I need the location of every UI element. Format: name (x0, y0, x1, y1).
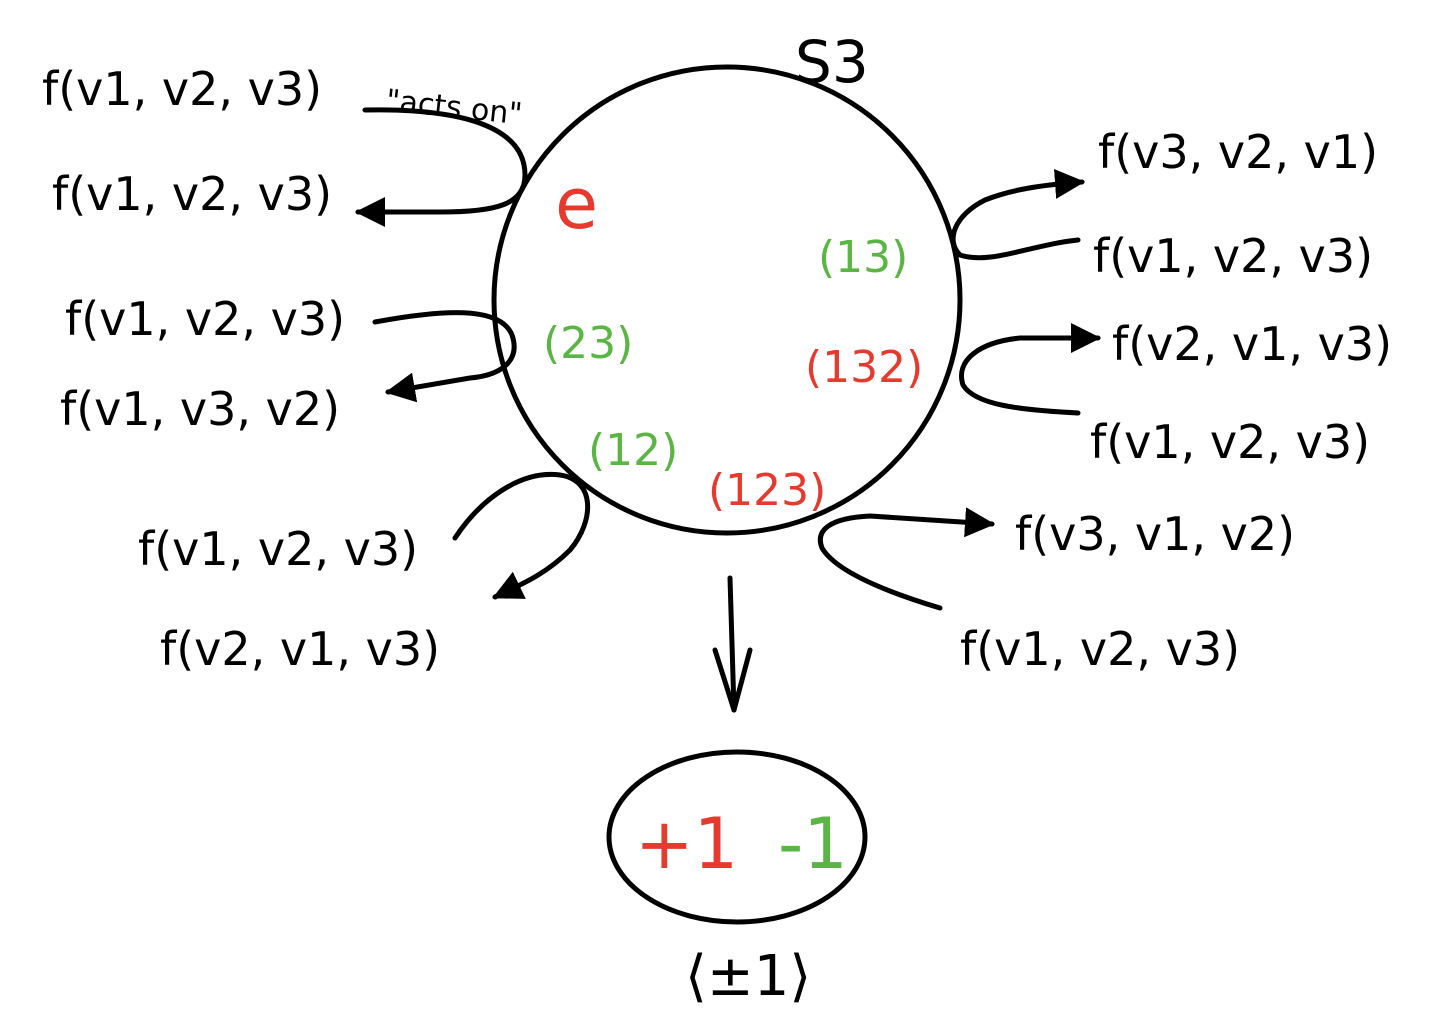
t13-input-function: f(v1, v2, v3) (1093, 229, 1373, 283)
acts-on-label: "acts on" (384, 83, 524, 132)
element-transposition-23: (23) (543, 318, 633, 369)
group-circle (491, 64, 963, 536)
t23-input-function: f(v1, v2, v3) (65, 292, 345, 346)
t13-action-arrow (950, 168, 1085, 261)
t23-action-arrow (372, 310, 517, 403)
t13-output-function: f(v3, v2, v1) (1098, 125, 1378, 179)
t132-action-arrow (959, 323, 1101, 416)
identity-output-function: f(v1, v2, v3) (52, 167, 332, 221)
image-minus-one: -1 (778, 803, 848, 885)
t12-output-function: f(v2, v1, v3) (160, 622, 440, 676)
image-plus-one: +1 (635, 803, 738, 885)
t12-action-arrow (452, 471, 591, 600)
element-cycle-132: (132) (805, 342, 923, 393)
image-group-label: ⟨±1⟩ (685, 944, 811, 1009)
t12-input-function: f(v1, v2, v3) (138, 522, 418, 576)
t123-input-function: f(v1, v2, v3) (960, 622, 1240, 676)
homomorphism-arrow-head (712, 647, 753, 713)
t123-output-function: f(v3, v1, v2) (1015, 507, 1295, 561)
element-identity: e (555, 163, 598, 245)
t23-output-function: f(v1, v3, v2) (60, 382, 340, 436)
group-name: S3 (795, 28, 869, 96)
element-cycle-123: (123) (708, 465, 826, 516)
t132-input-function: f(v1, v2, v3) (1090, 415, 1370, 469)
element-transposition-12: (12) (588, 425, 678, 476)
t132-output-function: f(v2, v1, v3) (1112, 317, 1392, 371)
homomorphism-arrow-shaft (727, 575, 737, 713)
t123-action-arrow (817, 507, 995, 611)
image-ellipse (606, 749, 868, 925)
identity-input-function: f(v1, v2, v3) (42, 62, 322, 116)
identity-action-arrow (355, 107, 528, 227)
element-transposition-13: (13) (818, 232, 908, 283)
